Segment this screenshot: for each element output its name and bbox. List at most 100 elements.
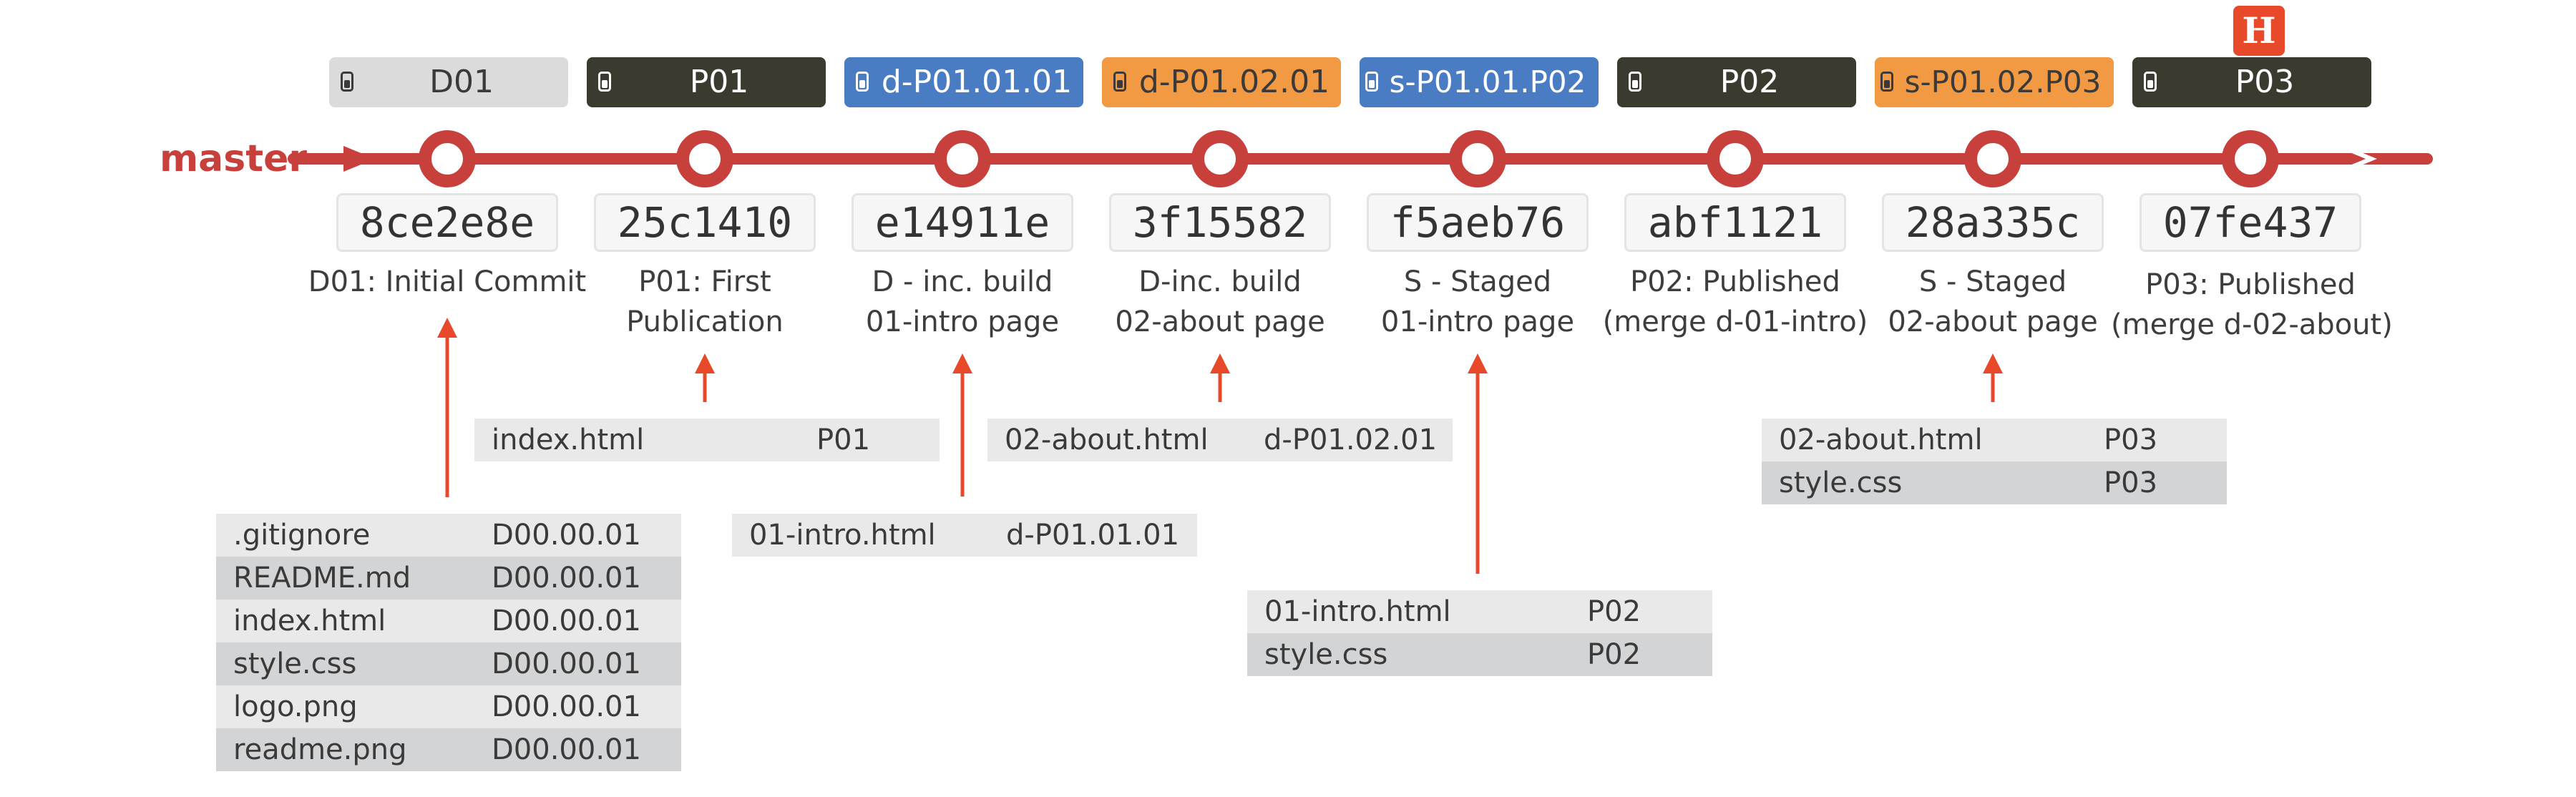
file-arrow [695,353,715,402]
caption-line: 02-about page [1888,305,2098,338]
commit-nodes [419,130,2279,187]
branch-start-arrowhead [343,146,375,172]
caption-line: 01-intro page [1380,305,1575,338]
branch-end-arrowhead [2338,144,2377,174]
file-name: logo.png [233,690,358,723]
lock-icon [1112,72,1128,93]
commit-hash[interactable]: 3f15582 [1109,193,1331,252]
file-version: D00.00.01 [492,647,641,680]
lock-icon [854,72,870,93]
tag-p03[interactable]: P03 [2132,57,2371,107]
caption-line: 02-about page [1115,305,1325,338]
tag-label: P03 [2235,64,2295,100]
file-version: P03 [2104,466,2158,499]
file-version: D00.00.01 [492,733,641,766]
table-row: index.html P01 [474,419,940,461]
lock-icon [1627,72,1643,93]
table-row: 01-intro.html d-P01.01.01 [732,514,1197,557]
tag-p01[interactable]: P01 [587,57,826,107]
commit-node[interactable] [676,130,733,187]
file-version: P01 [816,424,871,456]
file-name: style.css [1779,466,1903,499]
file-name: README.md [233,562,411,595]
lock-icon [1364,72,1380,93]
commit-node[interactable] [934,130,991,187]
tag-label: s-P01.02.P03 [1904,64,2102,99]
caption-line: P01: First [638,265,771,298]
file-name: readme.png [233,733,407,766]
commit-hash[interactable]: 07fe437 [2140,193,2361,252]
commit-node[interactable] [1707,130,1764,187]
table-row: README.md D00.00.01 [216,557,681,600]
file-version: D00.00.01 [492,562,641,595]
commit-hash[interactable]: e14911e [852,193,1073,252]
commit-caption: P01: First Publication [565,262,844,342]
table-row: style.css P03 [1762,461,2227,504]
commit-node[interactable] [419,130,476,187]
commit-caption: S - Staged 02-about page [1853,262,2132,342]
commit-node[interactable] [2222,130,2279,187]
file-version: P02 [1587,638,1641,671]
lock-icon [339,72,355,93]
table-row: readme.png D00.00.01 [216,728,681,771]
caption-line: P02: Published [1630,265,1840,298]
file-name: index.html [492,424,645,456]
tag-label: P01 [689,64,749,100]
file-name: 01-intro.html [749,519,936,552]
file-name: 01-intro.html [1264,595,1451,628]
table-row: style.css P02 [1247,633,1712,676]
tag-d-p01-01-01[interactable]: d-P01.01.01 [844,57,1083,107]
file-arrow [1210,353,1230,402]
tag-s-p01-02-p03[interactable]: s-P01.02.P03 [1875,57,2114,107]
commit-node[interactable] [1449,130,1506,187]
tag-d01[interactable]: D01 [329,57,568,107]
file-arrow [1983,353,2003,402]
table-row: 02-about.html d-P01.02.01 [987,419,1453,461]
file-name: 02-about.html [1779,424,1983,456]
commit-node[interactable] [1964,130,2021,187]
table-row: .gitignore D00.00.01 [216,514,681,557]
caption-line: 01-intro page [865,305,1060,338]
caption-line: S - Staged [1403,265,1552,298]
file-table-3f15582: 02-about.html d-P01.02.01 [987,419,1453,461]
tag-label: P02 [1719,64,1780,100]
commit-caption: P03: Published (merge d-02-about) [2111,265,2393,345]
lock-icon [1879,72,1895,93]
file-version: D00.00.01 [492,519,641,552]
commit-hash[interactable]: 25c1410 [594,193,816,252]
tag-label: d-P01.01.01 [881,64,1073,100]
file-name: .gitignore [233,519,371,552]
commit-caption: S - Staged 01-intro page [1338,262,1617,342]
commit-hash[interactable]: f5aeb76 [1367,193,1589,252]
file-arrow [952,353,972,497]
file-arrow [1468,353,1488,574]
tag-s-p01-01-p02[interactable]: s-P01.01.P02 [1360,57,1599,107]
caption-line: D-inc. build [1138,265,1302,298]
tag-p02[interactable]: P02 [1617,57,1856,107]
commit-node[interactable] [1191,130,1249,187]
table-row: 01-intro.html P02 [1247,590,1712,633]
tag-label: d-P01.02.01 [1138,64,1330,100]
file-name: style.css [1264,638,1388,671]
file-version: P03 [2104,424,2158,456]
lock-icon [597,72,613,93]
file-version: d-P01.02.01 [1264,424,1438,456]
commit-hash[interactable]: abf1121 [1624,193,1846,252]
file-version: d-P01.01.01 [1006,519,1180,552]
commit-caption: D-inc. build 02-about page [1080,262,1360,342]
commit-hash[interactable]: 28a335c [1882,193,2104,252]
caption-line: D01: Initial Commit [308,265,587,298]
lock-icon [2142,72,2158,93]
file-version: P02 [1587,595,1641,628]
tag-d-p01-02-01[interactable]: d-P01.02.01 [1102,57,1341,107]
file-name: 02-about.html [1005,424,1209,456]
caption-line: (merge d-01-intro) [1602,305,1868,338]
commit-hash[interactable]: 8ce2e8e [336,193,558,252]
file-version: D00.00.01 [492,605,641,637]
commit-caption: D01: Initial Commit [308,262,587,302]
